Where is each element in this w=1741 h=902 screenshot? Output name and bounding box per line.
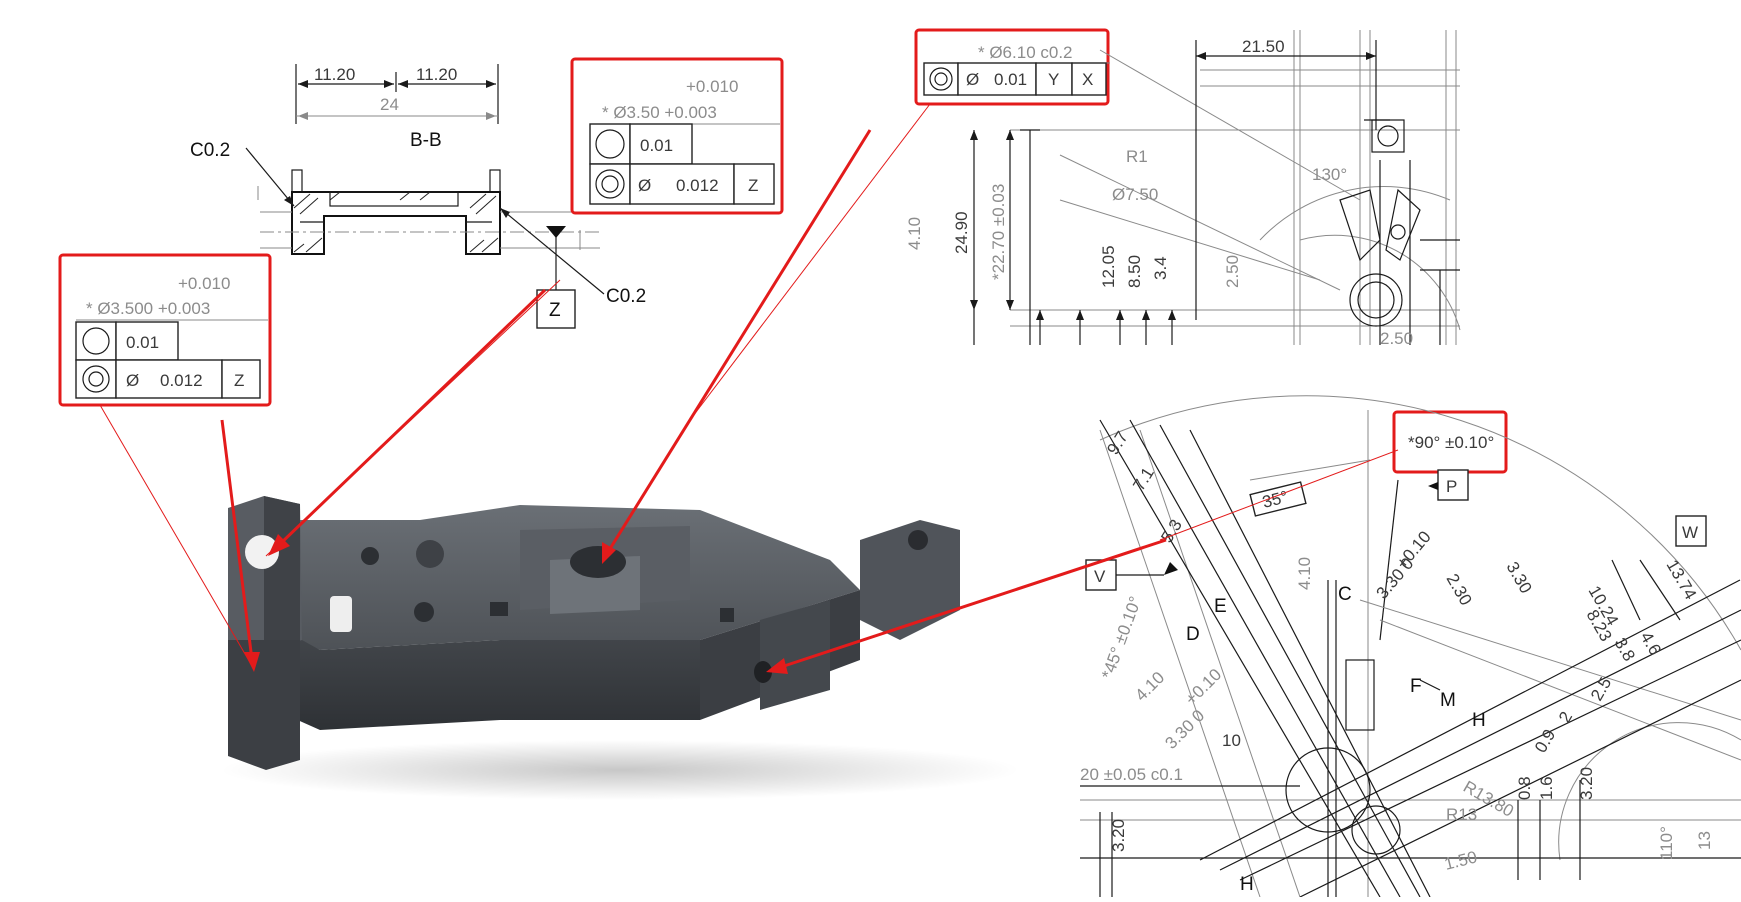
- chamfer-right-label: C0.2: [606, 286, 646, 307]
- label-h-bottom: H: [1240, 874, 1254, 895]
- callout-top-center: +0.010 * Ø3.50 +0.003 0.01 Ø 0.012 Z: [570, 57, 784, 215]
- label-h-top: H: [1472, 710, 1486, 731]
- dim-10: 10: [1222, 731, 1241, 750]
- label-d: D: [1186, 624, 1200, 645]
- dim-11-20-right: 11.20: [416, 65, 457, 84]
- dim-2-30: 2.30: [1443, 571, 1476, 609]
- dim-3-20-right: 3.20: [1577, 767, 1596, 800]
- dim-3-30: 3.30: [1503, 559, 1536, 597]
- circularity-value: 0.01: [640, 136, 673, 155]
- dim-4-10: 4.10: [905, 217, 924, 250]
- dim-4-6: 4.6: [1637, 629, 1665, 659]
- section-bb-drawing: 11.20 11.20 24 B-B C0.2 C0: [190, 64, 646, 329]
- section-title: B-B: [410, 130, 442, 151]
- dim-24-90: 24.90: [952, 211, 971, 254]
- concentricity-datum-left: Z: [234, 371, 244, 390]
- concentricity-icon: [595, 169, 625, 199]
- circularity-value-left: 0.01: [126, 333, 159, 352]
- datum-x: X: [1082, 70, 1093, 89]
- dim-8-50: 8.50: [1125, 255, 1144, 288]
- circularity-icon: [595, 129, 625, 159]
- dim-r1: R1: [1126, 147, 1148, 166]
- angle-90: *90° ±0.10°: [1408, 433, 1494, 452]
- dim-0-9: 0.9: [1531, 726, 1559, 756]
- part-photo: [220, 496, 1020, 800]
- dim-2-50: 2.50: [1223, 255, 1242, 288]
- tol-plus-left: +0.010: [178, 274, 230, 293]
- dim-45-deg: *45° ±0.10°: [1098, 594, 1145, 682]
- dim-3-30-0-left: 3.30 0: [1161, 706, 1208, 753]
- dim-20-tol: 20 ±0.05 c0.1: [1080, 765, 1183, 784]
- dim-4-10-left: 4.10: [1131, 668, 1168, 705]
- highlight-box-top-center: [570, 57, 784, 215]
- label-e: E: [1214, 596, 1227, 617]
- datum-v: V: [1094, 567, 1106, 586]
- label-m: M: [1440, 690, 1456, 711]
- dim-2: 2: [1555, 708, 1576, 726]
- datum-w: W: [1682, 523, 1698, 542]
- concentricity-value-left: 0.012: [160, 371, 203, 390]
- dim-2-50-bottom: 2.50: [1380, 329, 1413, 348]
- dim-3-20-left: 3.20: [1109, 819, 1128, 852]
- highlight-arrows: [99, 103, 1399, 674]
- dim-110-deg: 110°: [1657, 826, 1676, 860]
- dim-2-5: 2.5: [1587, 674, 1615, 704]
- concentricity-value: 0.012: [676, 176, 719, 195]
- dim-12-05: 12.05: [1099, 245, 1118, 288]
- dim-3-4: 3.4: [1151, 256, 1170, 280]
- chamfer-left-label: C0.2: [190, 140, 230, 161]
- center-hole: [570, 546, 626, 578]
- dim-130-deg: 130°: [1312, 165, 1347, 184]
- dia-symbol-tr: Ø: [966, 70, 979, 89]
- tol-nominal-left: * Ø3.500 +0.003: [86, 299, 210, 318]
- datum-y: Y: [1048, 70, 1059, 89]
- dim-11-20-left: 11.20: [314, 65, 355, 84]
- datum-p: P: [1446, 477, 1457, 496]
- dim-22-70: *22.70 ±0.03: [989, 184, 1008, 280]
- label-c: C: [1338, 584, 1352, 605]
- highlight-box-left: [58, 253, 272, 407]
- dim-dia-7-50: Ø7.50: [1112, 185, 1158, 204]
- left-upper-hole: [245, 535, 279, 569]
- highlight-box-top-right: [914, 28, 1110, 106]
- callout-left: +0.010 * Ø3.500 +0.003 0.01 Ø 0.012 Z: [58, 253, 272, 407]
- concentricity-dia-symbol: Ø: [638, 176, 651, 195]
- dim-21-50: 21.50: [1242, 37, 1285, 56]
- dim-13: 13: [1695, 831, 1714, 850]
- dim-24: 24: [380, 95, 399, 114]
- drawing-top-right: * Ø6.10 c0.2 Ø 0.01 Y X: [905, 28, 1461, 348]
- value-tr: 0.01: [994, 70, 1027, 89]
- dim-3-8: 3.8: [1611, 635, 1639, 665]
- right-side-hole: [754, 661, 772, 683]
- label-f: F: [1410, 676, 1422, 697]
- dim-0-8: 0.8: [1515, 776, 1534, 800]
- callout-header: * Ø6.10 c0.2: [978, 43, 1073, 62]
- dim-13-74: 13.74: [1663, 557, 1701, 603]
- dim-1-50: 1.50: [1442, 847, 1479, 873]
- drawing-bottom-right: *90° ±0.10° P: [1080, 395, 1741, 898]
- datum-z: Z: [549, 300, 561, 321]
- concentricity-datum: Z: [748, 176, 758, 195]
- dim-4-10-top: 4.10: [1295, 557, 1314, 590]
- dim-r13: R13: [1446, 805, 1477, 824]
- concentricity-dia-left: Ø: [126, 371, 139, 390]
- tol-plus: +0.010: [686, 77, 738, 96]
- tol-nominal: * Ø3.50 +0.003: [602, 103, 717, 122]
- dim-1-6: 1.6: [1537, 776, 1556, 800]
